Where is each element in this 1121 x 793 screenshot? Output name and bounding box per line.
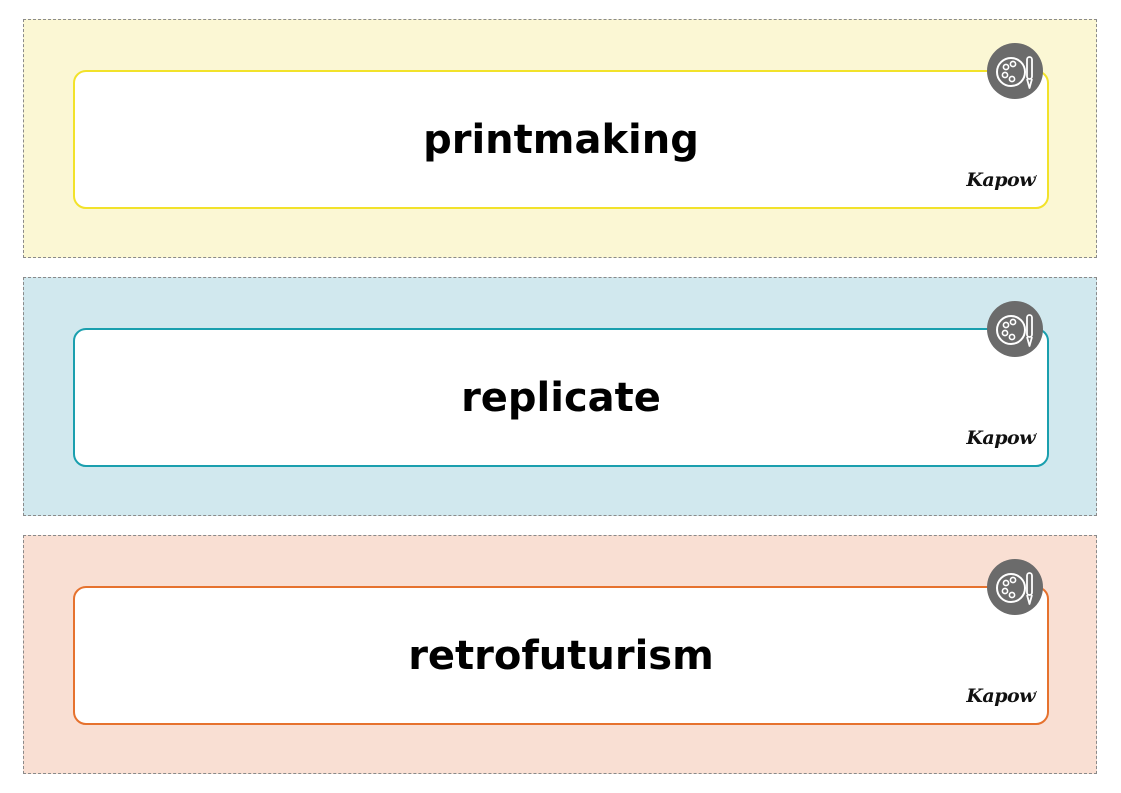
trademark-mark: ·	[1035, 687, 1037, 697]
art-palette-brush-icon	[987, 559, 1043, 615]
trademark-mark: ·	[1035, 429, 1037, 439]
word-card-strip-retrofuturism: retrofuturism Kapow·	[23, 535, 1097, 774]
trademark-mark: ·	[1035, 171, 1037, 181]
art-palette-brush-icon	[987, 301, 1043, 357]
kapow-logo: Kapow·	[966, 427, 1037, 449]
kapow-logo: Kapow·	[966, 685, 1037, 707]
kapow-logo-text: Kapow	[966, 169, 1036, 191]
word-card: printmaking	[73, 70, 1049, 209]
word-card-strip-printmaking: printmaking Kapow·	[23, 19, 1097, 258]
vocabulary-word: replicate	[461, 374, 661, 421]
vocabulary-word: retrofuturism	[408, 632, 714, 679]
art-palette-brush-icon	[987, 43, 1043, 99]
kapow-logo: Kapow·	[966, 169, 1037, 191]
vocabulary-word: printmaking	[423, 116, 699, 163]
word-card-strip-replicate: replicate Kapow·	[23, 277, 1097, 516]
word-card: replicate	[73, 328, 1049, 467]
kapow-logo-text: Kapow	[966, 685, 1036, 707]
word-card: retrofuturism	[73, 586, 1049, 725]
kapow-logo-text: Kapow	[966, 427, 1036, 449]
